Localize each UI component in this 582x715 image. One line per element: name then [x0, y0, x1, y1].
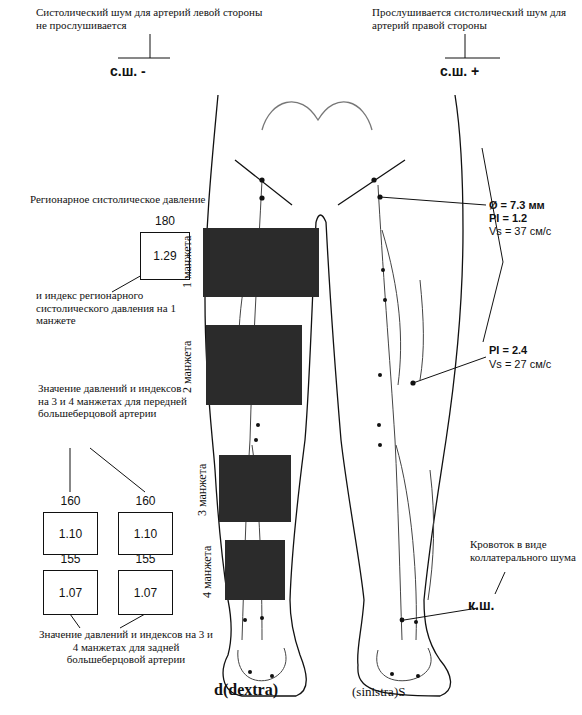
probe-dot [260, 616, 264, 620]
pelvis-curve [262, 102, 372, 130]
leader-line [70, 614, 145, 628]
index-value: 1.10 [119, 527, 172, 541]
pelvis-line [235, 160, 405, 205]
probe-dot [381, 268, 385, 272]
measurement-label: PI = 2.4 [489, 344, 527, 357]
probe-dot [377, 423, 381, 427]
probe-dot [371, 177, 376, 182]
pressure-cuffs [203, 228, 319, 600]
leader-line [70, 448, 145, 492]
leader-line [380, 197, 486, 205]
probe-dot [254, 438, 258, 442]
cuff-label: 4 манжета [201, 546, 215, 598]
probe-dot [400, 618, 405, 623]
pressure-value: 180 [131, 214, 199, 228]
probe-dot [248, 670, 252, 674]
note-text: Значение давлений и индексов на 3 и 4 ма… [36, 628, 216, 666]
probe-dot [390, 672, 394, 676]
index-value: 1.07 [44, 586, 97, 600]
index-value: 1.10 [44, 527, 97, 541]
probe-dot [243, 618, 247, 622]
pressure-value: 155 [109, 552, 182, 566]
leader-line [445, 34, 500, 58]
cuff-band [203, 228, 319, 297]
probe-dot [270, 674, 274, 678]
index-box: 1601.10 [118, 512, 173, 555]
cuff-band [225, 540, 285, 600]
leader-line [413, 357, 486, 383]
note-text: Кровоток в виде коллатерального шума [470, 538, 578, 563]
note-text: и индекс регионарного систолического дав… [36, 289, 206, 327]
note-text: Систолический шум для артерий левой стор… [36, 6, 266, 31]
measurement-label: Vs = 27 см/с [489, 358, 551, 371]
probe-dot [259, 195, 264, 200]
note-text: Прослушивается систолический шум для арт… [372, 6, 572, 31]
symbol-label: к.ш. [468, 597, 494, 613]
cuff-label: 1 манжета [181, 236, 195, 288]
note-text: Регионарное систолическое давление [30, 193, 210, 206]
pressure-value: 160 [109, 494, 182, 508]
probe-dot [378, 373, 382, 377]
right-foot-arch [238, 648, 286, 681]
left-foot-arch [377, 648, 431, 681]
crotch-outline [316, 215, 326, 222]
probe-dot [256, 423, 260, 427]
leader-line [404, 608, 478, 620]
index-box: 1601.10 [43, 512, 98, 555]
index-value: 1.07 [119, 586, 172, 600]
cuff-label: 2 манжета [181, 341, 195, 393]
note-text: Значение давлений и индексов на 3 и 4 ма… [38, 382, 188, 420]
symbol-label: с.ш. + [440, 63, 479, 79]
left-leg-outline [326, 95, 463, 696]
leg-outline [205, 95, 463, 696]
index-box: 1551.07 [118, 570, 173, 615]
cuff-band [219, 455, 291, 522]
cuff-label: 3 манжета [196, 464, 210, 516]
probe-dot [414, 620, 418, 624]
pressure-value: 160 [34, 494, 107, 508]
probe-dot [383, 298, 387, 302]
side-label: (sinistra)S [352, 685, 405, 700]
right-leg-outline [205, 95, 316, 696]
left-tibial-artery [396, 445, 416, 640]
side-label: d(dextra) [214, 681, 278, 699]
probe-dot [378, 443, 382, 447]
leader-line [118, 34, 170, 58]
leader-lines [70, 34, 505, 628]
left-collateral-artery [420, 280, 434, 600]
left-femoral-artery [378, 185, 402, 640]
probe-dot [416, 674, 420, 678]
index-box: 1551.07 [43, 570, 98, 615]
measurement-label: Vs = 37 см/с [489, 225, 551, 238]
probe-dot [259, 177, 264, 182]
cuff-band [206, 325, 302, 405]
pressure-value: 155 [34, 552, 107, 566]
left-deep-artery [382, 230, 401, 385]
measurement-label: Ø = 7.3 мм [489, 199, 545, 212]
measurement-label: PI = 1.2 [489, 212, 527, 225]
leader-line [495, 572, 505, 594]
bracket [482, 148, 503, 342]
symbol-label: с.ш. - [110, 63, 146, 79]
